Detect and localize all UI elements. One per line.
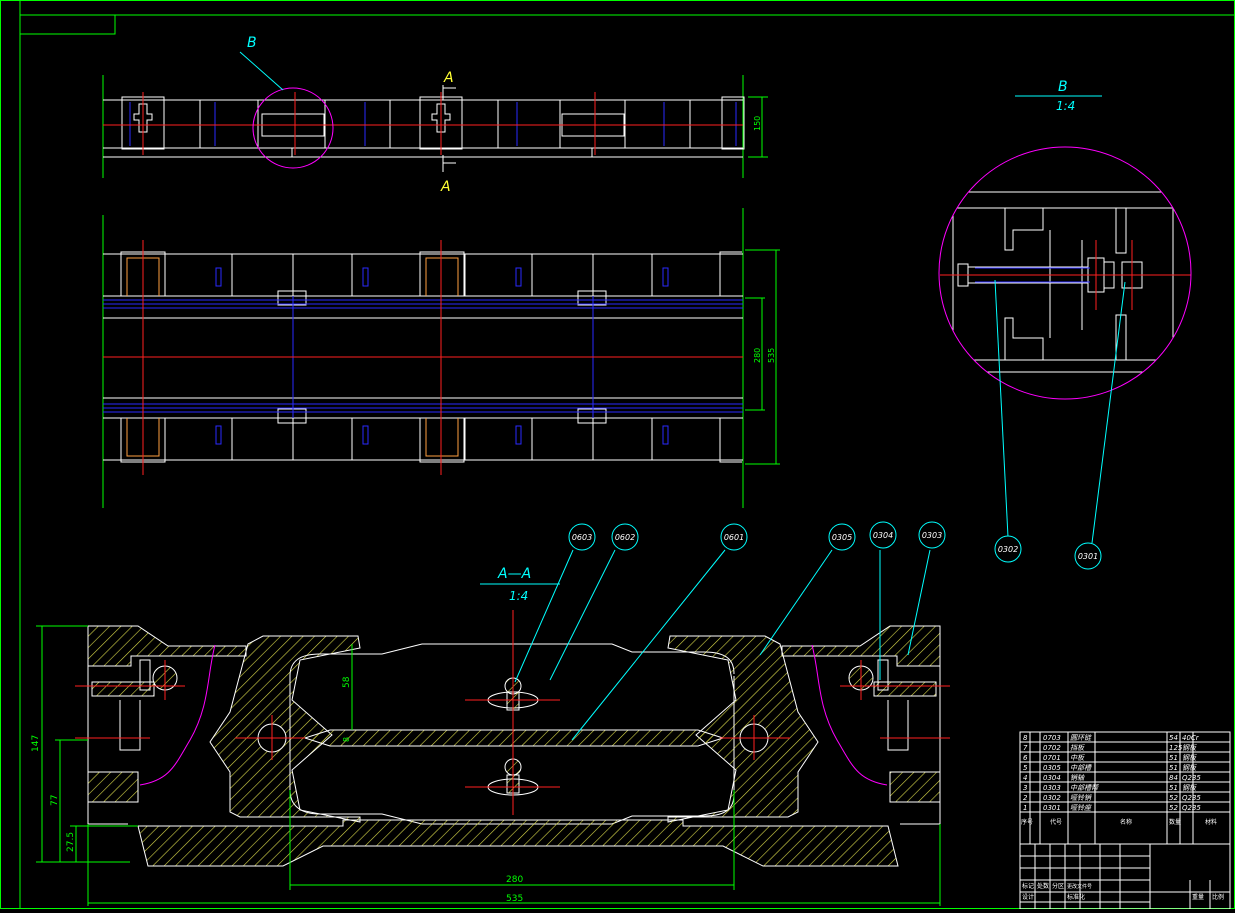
title-label-count: 处数: [1037, 882, 1049, 890]
bom-cell-qty: 51: [1169, 784, 1178, 792]
bom-cell-code: 0304: [1043, 774, 1061, 782]
dim-top-height: 150: [753, 116, 762, 131]
bom-cell-code: 0702: [1043, 744, 1061, 752]
detail-b-leader: [240, 52, 283, 90]
title-label-change-doc: 更改文件号: [1067, 883, 1092, 890]
bom-cell-qty: 52: [1169, 804, 1178, 812]
dim-plan-inner: 280: [753, 348, 762, 363]
balloon-label-0603: 0603: [572, 533, 592, 542]
bom-cell-mat: 钢板: [1182, 784, 1197, 792]
detail-b-view: [930, 147, 1200, 399]
bom-cell-code: 0701: [1043, 754, 1061, 762]
bom-cell-mat: Q235: [1182, 804, 1201, 812]
bom-cell-name: 挡板: [1070, 744, 1085, 752]
section-marker-top: A: [443, 70, 454, 86]
section-scale: 1:4: [509, 589, 528, 603]
bom-cell-idx: 4: [1023, 774, 1027, 782]
title-label-weight: 重量: [1192, 893, 1204, 901]
bom-cell-mat: Q235: [1182, 774, 1201, 782]
bom-header-qty: 数量: [1169, 818, 1181, 826]
detail-scale: 1:4: [1056, 99, 1075, 113]
balloon-label-0305: 0305: [832, 533, 852, 542]
bom-cell-qty: 51: [1169, 764, 1178, 772]
balloon-label-0602: 0602: [615, 533, 635, 542]
dim-section-total-height: 147: [31, 735, 41, 752]
bom-cell-mat: 钢板: [1182, 754, 1197, 762]
title-label-zone: 分区: [1052, 882, 1064, 890]
bom-cell-qty: 51: [1169, 754, 1178, 762]
bom-cell-code: 0703: [1043, 734, 1061, 742]
bom-cell-idx: 2: [1023, 794, 1028, 802]
bom-header-mat: 材料: [1205, 818, 1217, 826]
bom-cell-idx: 5: [1023, 764, 1028, 772]
title-label-scale: 比例: [1212, 893, 1224, 901]
bom-cell-idx: 8: [1023, 734, 1028, 742]
bom-cell-code: 0305: [1043, 764, 1061, 772]
detail-title: B: [1058, 79, 1068, 95]
dim-plan-outer: 535: [767, 348, 776, 363]
bom-cell-name: 中部槽帮: [1070, 784, 1099, 792]
bom-cell-idx: 6: [1023, 754, 1028, 762]
dim-section-total-width: 535: [506, 894, 523, 904]
part-balloons: 0603 0602 0601 0305 0304 0303 0302 0301: [569, 522, 1101, 569]
balloon-label-0304: 0304: [873, 531, 893, 540]
bom-cell-mat: 钢板: [1182, 744, 1197, 752]
top-elevation-view: [103, 52, 768, 178]
balloon-label-0302: 0302: [998, 545, 1018, 554]
title-label-design: 设计: [1022, 893, 1034, 901]
bom-cell-name: 哑铃座: [1070, 804, 1092, 812]
detail-b-leaders: [995, 280, 1125, 543]
bom-cell-idx: 7: [1023, 744, 1028, 752]
bom-cell-qty: 84: [1169, 774, 1178, 782]
detail-b-marker: B: [247, 35, 257, 51]
bom-cell-code: 0301: [1043, 804, 1061, 812]
bom-cell-qty: 125: [1169, 744, 1183, 752]
section-a-a-view: [75, 610, 950, 866]
section-title: A—A: [497, 566, 531, 582]
dim-section-base-height: 27.5: [66, 832, 76, 852]
bom-header-idx: 序号: [1021, 818, 1033, 826]
bom-cell-code: 0303: [1043, 784, 1061, 792]
bom-cell-name: 中板: [1070, 754, 1085, 762]
dim-section-web-thickness: 8: [342, 737, 351, 742]
title-label-mark: 标记: [1022, 882, 1034, 890]
bom-header-code: 代号: [1050, 818, 1062, 826]
bom-cell-name: 哑铃销: [1070, 794, 1093, 802]
section-marker-bottom: A: [440, 179, 451, 195]
dim-section-lower-height: 77: [50, 795, 60, 806]
bom-cell-idx: 1: [1023, 804, 1027, 812]
bom-cell-code: 0302: [1043, 794, 1061, 802]
bom-cell-qty: 54: [1169, 734, 1178, 742]
bom-cell-name: 圆环链: [1070, 734, 1092, 742]
bom-header-name: 名称: [1120, 818, 1132, 826]
dim-section-inner-width: 280: [506, 875, 523, 885]
title-label-standard: 标准化: [1067, 893, 1085, 901]
bom-cell-name: 中部槽: [1070, 764, 1093, 772]
bom-cell-qty: 52: [1169, 794, 1178, 802]
bom-cell-mat: 钢板: [1182, 764, 1197, 772]
plan-view: [103, 208, 780, 508]
balloon-label-0601: 0601: [724, 533, 744, 542]
bom-cell-idx: 3: [1023, 784, 1027, 792]
bom-cell-mat: Q235: [1182, 794, 1201, 802]
balloon-label-0301: 0301: [1078, 552, 1098, 561]
bom-cell-name: 销轴: [1070, 774, 1085, 782]
bom-cell-mat: 40Cr: [1182, 734, 1200, 742]
dim-section-web-height: 58: [342, 676, 352, 688]
balloon-label-0303: 0303: [922, 531, 942, 540]
